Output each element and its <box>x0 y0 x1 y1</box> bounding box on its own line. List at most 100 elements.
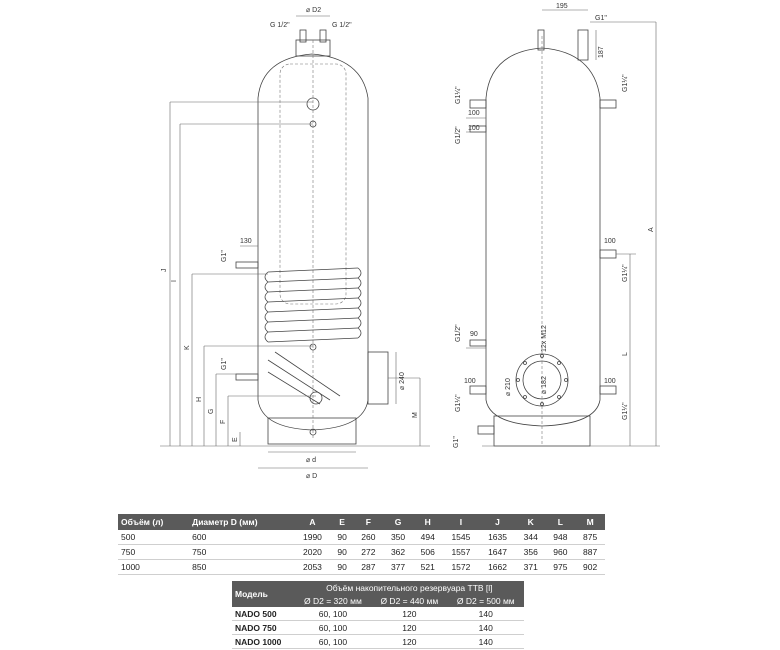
heating-coil <box>264 267 362 405</box>
label-g12-upper: G1/2" <box>455 126 462 144</box>
cell: 887 <box>575 544 605 560</box>
cell: 344 <box>515 530 546 545</box>
label-187: 187 <box>598 46 605 58</box>
header-volume: Объём (л) <box>118 514 190 530</box>
label-bolts: 12x M12 <box>541 325 548 352</box>
header-d2-440: Ø D2 = 440 мм <box>371 594 448 607</box>
label-phi-182: ⌀ 182 <box>541 376 548 394</box>
label-g1-lower: G1" <box>221 358 228 370</box>
header-d2-500: Ø D2 = 500 мм <box>447 594 524 607</box>
label-100-d: 100 <box>464 378 476 385</box>
left-tank-view <box>160 15 430 469</box>
cell: 1000 <box>118 559 190 575</box>
header-model: Модель <box>232 581 295 607</box>
cell: 371 <box>515 559 546 575</box>
cell: 272 <box>353 544 384 560</box>
cell: 902 <box>575 559 605 575</box>
label-g-half-right: G 1/2" <box>332 22 352 29</box>
label-J: J <box>161 269 168 273</box>
right-tank-body <box>485 47 601 427</box>
cell: 1990 <box>294 530 331 545</box>
table-row: 500 600 1990 90 260 350 494 1545 1635 34… <box>118 530 605 545</box>
cell: 60, 100 <box>294 620 372 635</box>
cell: 350 <box>383 530 413 545</box>
label-I: I <box>171 280 178 282</box>
label-g1-bottom: G1" <box>453 436 460 448</box>
label-g1-upper: G1" <box>221 250 228 262</box>
cell: 90 <box>330 530 354 545</box>
header-g: G <box>383 514 413 530</box>
label-K: K <box>184 345 191 350</box>
label-130: 130 <box>240 238 252 245</box>
header-a: A <box>294 514 331 530</box>
cell: 875 <box>575 530 605 545</box>
label-g114-lower-right: G1¼" <box>622 402 629 420</box>
cell: NADO 500 <box>232 607 295 621</box>
cell: 140 <box>447 634 524 649</box>
label-g114-upper-left: G1¼" <box>455 86 462 104</box>
label-100-e: 100 <box>604 378 616 385</box>
cell: 90 <box>330 544 354 560</box>
cell: 377 <box>383 559 413 575</box>
label-E: E <box>232 437 239 442</box>
header-d2-320: Ø D2 = 320 мм <box>294 594 372 607</box>
label-d-large: ⌀ D <box>306 473 317 480</box>
cell: 750 <box>118 544 190 560</box>
cell: 60, 100 <box>294 607 372 621</box>
tank-drawings-svg: ⌀ D2 G 1/2" G 1/2" G1" 130 G1" ⌀ 240 ⌀ d… <box>160 3 660 480</box>
label-G: G <box>208 409 215 414</box>
cell: 521 <box>412 559 443 575</box>
label-195: 195 <box>556 3 568 10</box>
cell: 120 <box>371 607 448 621</box>
cell: 60, 100 <box>294 634 372 649</box>
cell: 120 <box>371 634 448 649</box>
table-row: NADO 500 60, 100 120 140 <box>232 607 524 621</box>
ttb-subheader-row: Ø D2 = 320 мм Ø D2 = 440 мм Ø D2 = 500 м… <box>232 594 524 607</box>
label-M: M <box>412 412 419 418</box>
cell: 120 <box>371 620 448 635</box>
cell: 1647 <box>479 544 516 560</box>
cell: 1635 <box>479 530 516 545</box>
label-H: H <box>196 397 203 402</box>
left-inspection-flange <box>367 351 389 405</box>
label-L: L <box>622 352 629 356</box>
cell: 260 <box>353 530 384 545</box>
label-F: F <box>220 420 227 424</box>
cell: 1545 <box>442 530 480 545</box>
label-90: 90 <box>470 331 478 338</box>
cell: 600 <box>189 530 295 545</box>
header-m: M <box>575 514 605 530</box>
label-100-b: 100 <box>468 125 480 132</box>
label-d-small: ⌀ d <box>306 457 316 464</box>
label-100-a: 100 <box>468 110 480 117</box>
cell: 948 <box>545 530 576 545</box>
header-ttb-group: Объём накопительного резервуара ТТВ [l] <box>294 581 524 594</box>
cell: 975 <box>545 559 576 575</box>
header-h: H <box>412 514 443 530</box>
header-diameter: Диаметр D (мм) <box>189 514 295 530</box>
ttb-volume-table: Модель Объём накопительного резервуара Т… <box>232 581 524 649</box>
left-tank-body <box>257 53 369 431</box>
label-g12-lower: G1/2" <box>455 324 462 342</box>
header-i: I <box>442 514 480 530</box>
cell: 1572 <box>442 559 480 575</box>
cell: NADO 750 <box>232 620 295 635</box>
label-100-c: 100 <box>604 238 616 245</box>
cell: 140 <box>447 607 524 621</box>
right-tank-labels: 195 G1" 187 G1¼" G1¼" 100 G1/2" 100 100 … <box>453 3 655 448</box>
label-g114-mid-right: G1¼" <box>622 264 629 282</box>
label-g114-upper-right: G1¼" <box>622 74 629 92</box>
cell: 494 <box>412 530 443 545</box>
header-k: K <box>515 514 546 530</box>
table-row: 750 750 2020 90 272 362 506 1557 1647 35… <box>118 544 605 560</box>
cell: NADO 1000 <box>232 634 295 649</box>
label-phi-210: ⌀ 210 <box>505 378 512 396</box>
technical-drawing: ⌀ D2 G 1/2" G 1/2" G1" 130 G1" ⌀ 240 ⌀ d… <box>160 3 660 480</box>
cell: 2020 <box>294 544 331 560</box>
left-tank-labels: ⌀ D2 G 1/2" G 1/2" G1" 130 G1" ⌀ 240 ⌀ d… <box>161 7 419 480</box>
cell: 90 <box>330 559 354 575</box>
right-tank-view <box>466 9 660 447</box>
cell: 2053 <box>294 559 331 575</box>
cell: 750 <box>189 544 295 560</box>
cell: 506 <box>412 544 443 560</box>
